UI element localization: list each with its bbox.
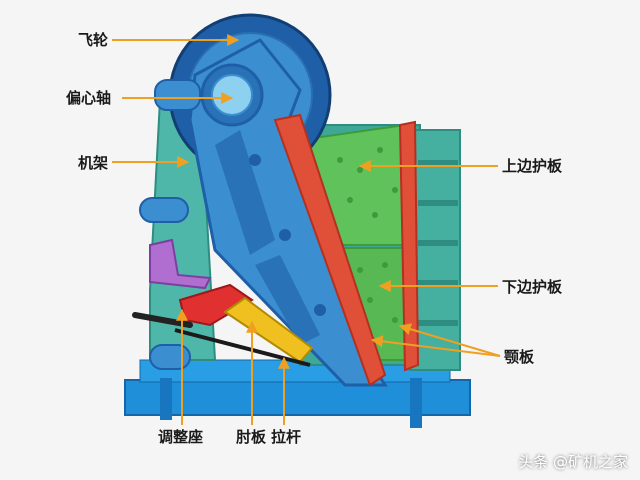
label-flywheel: 飞轮 — [78, 31, 109, 49]
toggle-plate — [223, 296, 314, 364]
wedge — [149, 238, 212, 290]
label-jaw-plate: 颚板 — [504, 348, 535, 366]
arrow-jaw-plate-1 — [398, 323, 501, 357]
label-toggle-plate: 肘板 — [236, 428, 267, 446]
label-upper-guard: 上边护板 — [502, 157, 563, 175]
label-eccentric-shaft: 偏心轴 — [66, 89, 112, 107]
label-adjust-seat: 调整座 — [158, 428, 204, 446]
label-lower-guard: 下边护板 — [502, 278, 563, 296]
label-frame: 机架 — [78, 154, 109, 172]
arrow-jaw-plate-2 — [370, 335, 501, 357]
moving-jaw-plate — [273, 113, 387, 387]
red-jaw-side-plates — [398, 120, 420, 372]
front-pipe — [149, 344, 191, 370]
label-tie-rod: 拉杆 — [271, 428, 302, 446]
watermark: 头条 @矿机之家 — [518, 453, 628, 471]
frame-pipe — [139, 197, 189, 223]
